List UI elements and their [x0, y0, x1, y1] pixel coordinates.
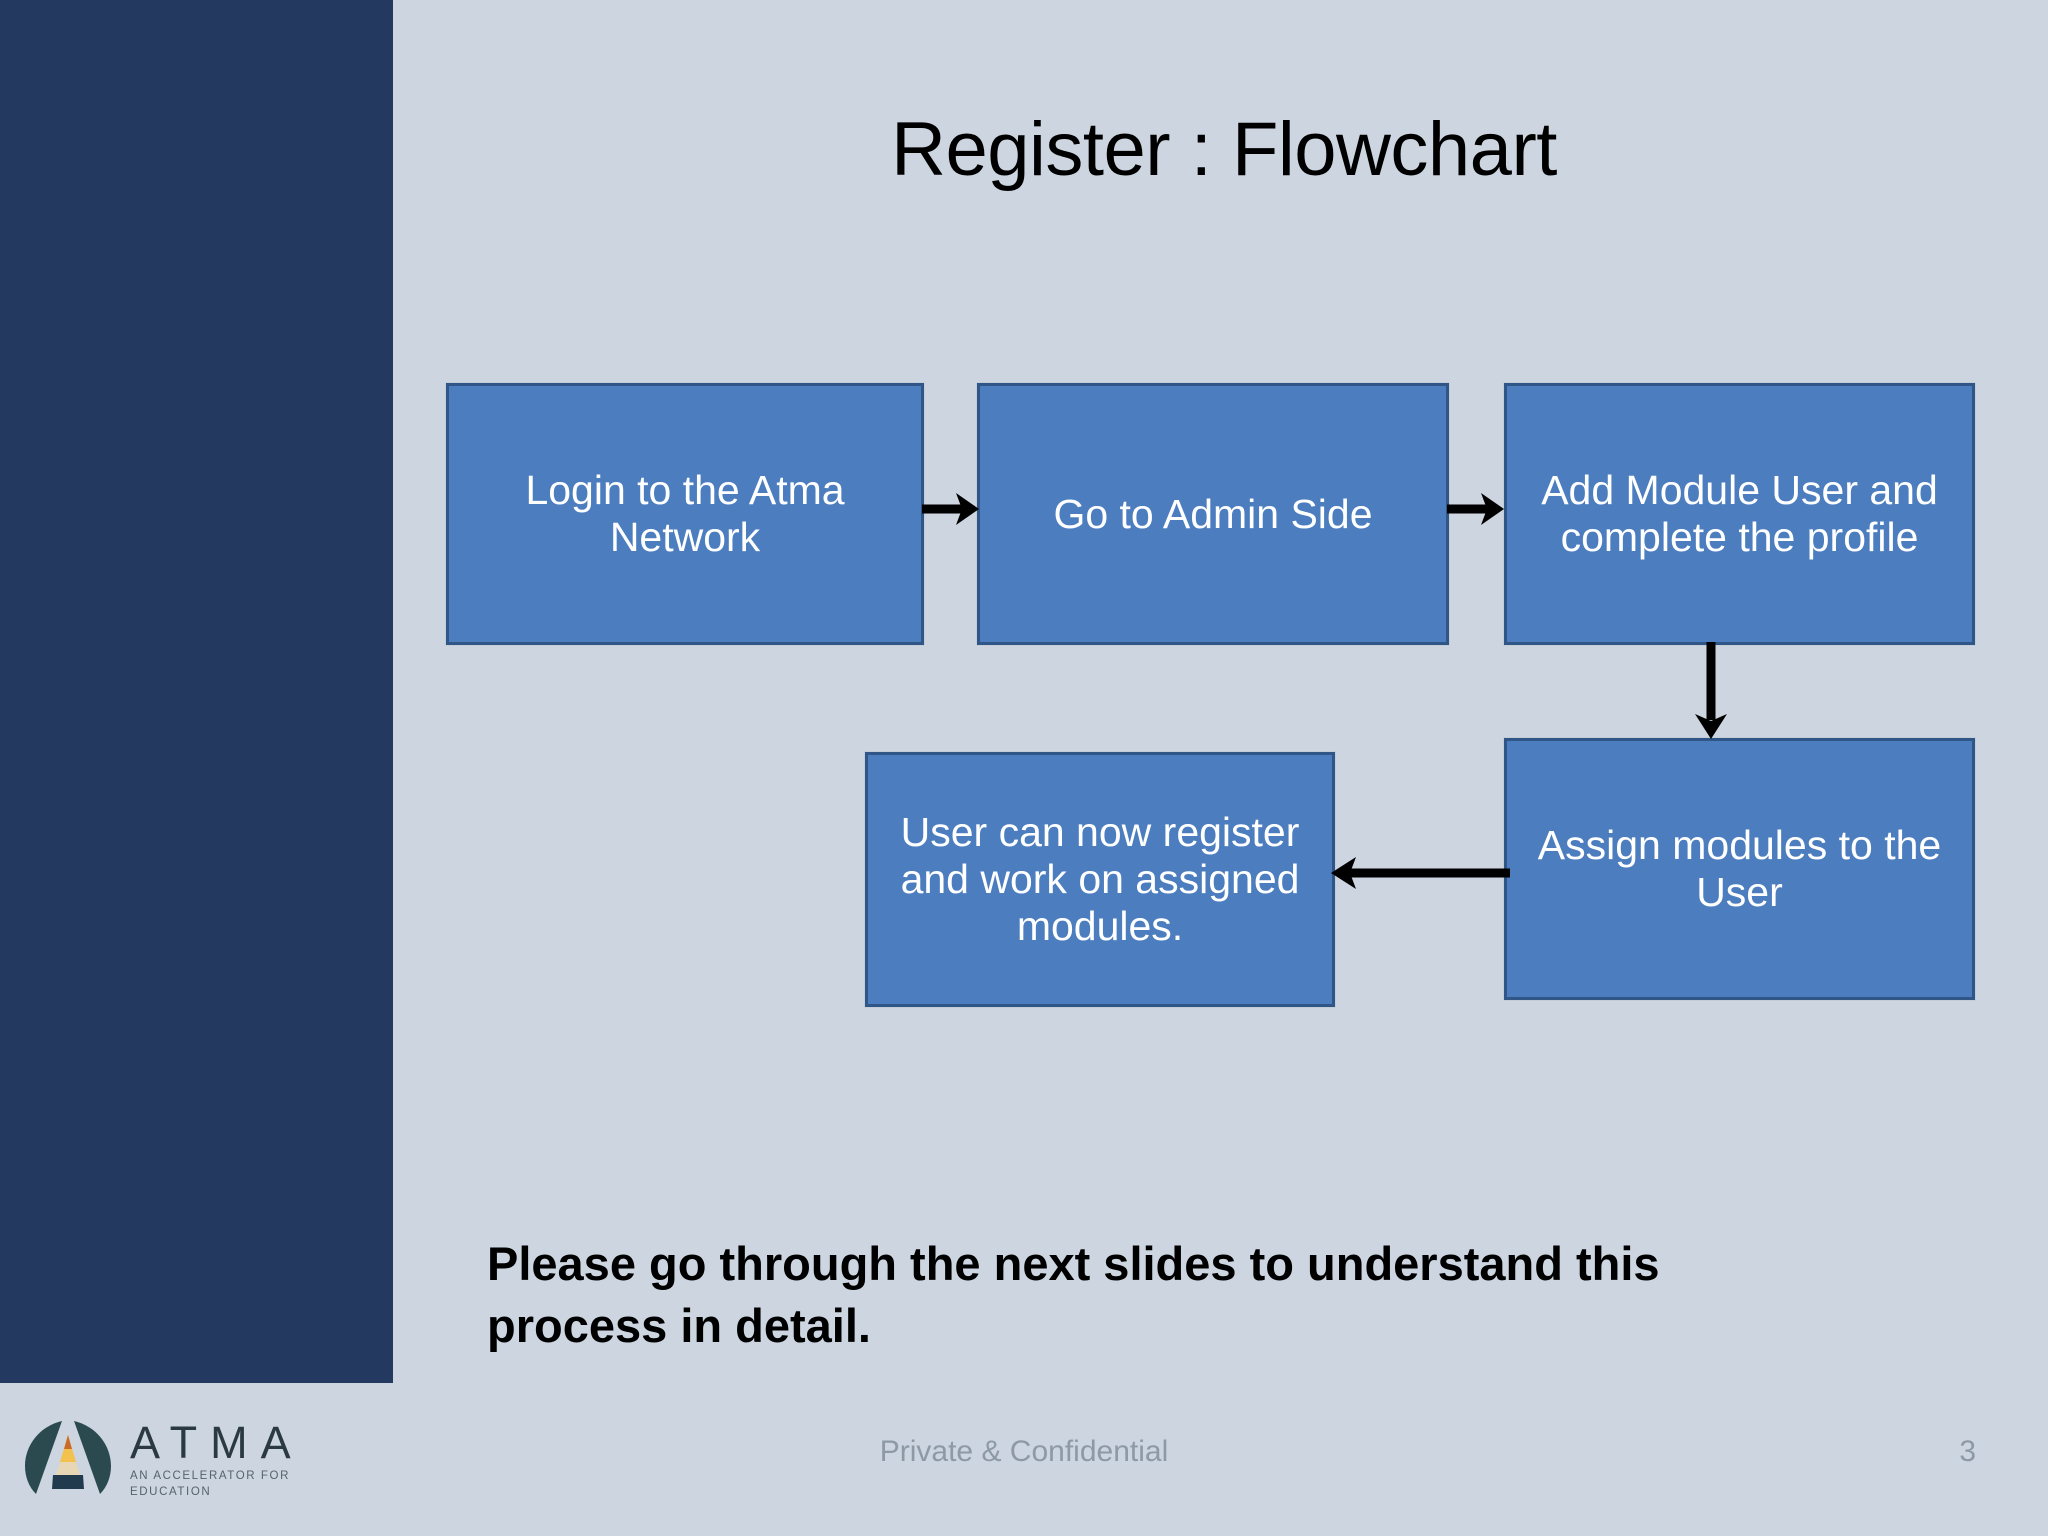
flow-box-admin[interactable]: Go to Admin Side — [977, 383, 1449, 645]
footer-confidential-text: Private & Confidential — [879, 1435, 1169, 1468]
arrow-left-icon-assign-to-user — [1330, 852, 1510, 894]
arrow-right-icon-login-to-admin — [922, 488, 980, 530]
sidebar-accent-bar — [0, 0, 393, 1383]
atma-logo-mark-icon — [22, 1413, 114, 1505]
atma-logo-name: ATMA — [130, 1416, 304, 1468]
page-title: Register : Flowchart — [891, 107, 1557, 192]
atma-wordmark: ATMA AN ACCELERATOR FOR EDUCATION — [130, 1419, 372, 1500]
atma-logo-tagline: AN ACCELERATOR FOR EDUCATION — [130, 1469, 291, 1498]
flow-box-user-can-register-label: User can now register and work on assign… — [900, 809, 1300, 949]
footer-page-number: 3 — [1959, 1435, 1976, 1468]
flow-box-assign-modules[interactable]: Assign modules to the User — [1504, 738, 1975, 1000]
callout-note: Please go through the next slides to und… — [487, 1237, 1660, 1352]
flow-box-add-module-user-label: Add Module User and complete the profile — [1541, 467, 1938, 560]
atma-logo: ATMA AN ACCELERATOR FOR EDUCATION — [22, 1405, 372, 1513]
flow-box-user-can-register[interactable]: User can now register and work on assign… — [865, 752, 1335, 1007]
arrow-right-icon-admin-to-add-module — [1447, 488, 1505, 530]
arrow-down-icon-add-module-to-assign — [1690, 642, 1732, 740]
slide-footer: ATMA AN ACCELERATOR FOR EDUCATION Privat… — [0, 1383, 2048, 1536]
flow-box-admin-label: Go to Admin Side — [1053, 490, 1373, 537]
flow-box-login[interactable]: Login to the Atma Network — [446, 383, 924, 645]
flow-box-login-label: Login to the Atma Network — [525, 467, 845, 560]
flow-box-assign-modules-label: Assign modules to the User — [1537, 822, 1942, 915]
flow-box-add-module-user[interactable]: Add Module User and complete the profile — [1504, 383, 1975, 645]
